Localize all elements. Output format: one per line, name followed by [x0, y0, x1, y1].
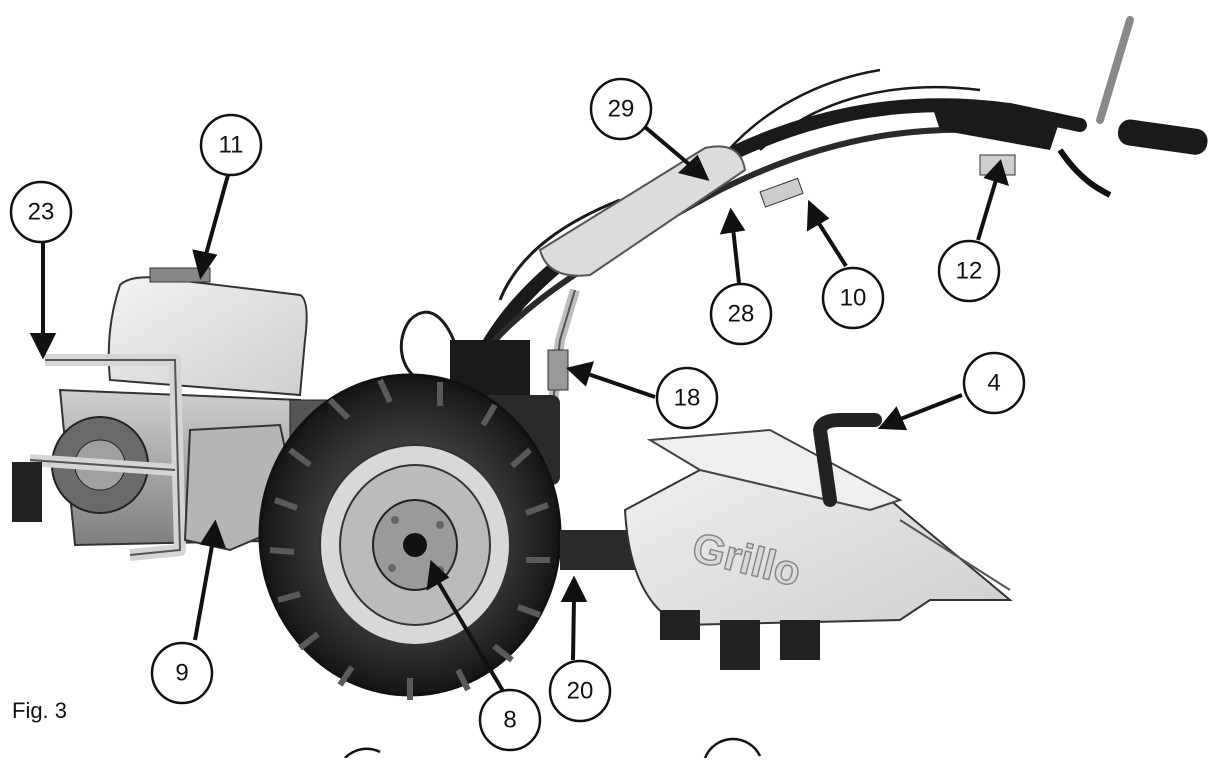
handlebar-shroud [538, 145, 747, 277]
drive-wheel [258, 373, 562, 700]
tiller-cover-top [646, 428, 903, 512]
brake-lever [1057, 148, 1112, 198]
callout-8: 8 [503, 707, 516, 734]
wheel-axle [403, 533, 427, 557]
callout-10: 10 [840, 285, 867, 312]
callout-4: 4 [987, 370, 1000, 397]
rotary-tiller: Grillo [560, 413, 1013, 670]
callout-28: 28 [728, 301, 755, 328]
callout-11: 11 [219, 132, 244, 159]
handlebar-assembly [399, 16, 1208, 382]
callout-29: 29 [608, 96, 635, 123]
control-lever-10 [759, 177, 804, 208]
fuel-tank [107, 276, 308, 397]
tiller-depth-handle [812, 413, 882, 507]
fuel-cap [149, 267, 211, 283]
callout-12: 12 [956, 258, 983, 285]
handlebar-grip-right [1117, 119, 1208, 155]
throttle-lever [1096, 16, 1134, 124]
figure-caption: Fig. 3 [12, 698, 68, 723]
callout-23: 23 [28, 199, 55, 226]
callouts: 23 11 29 28 10 12 18 4 9 8 20 [9, 77, 1026, 759]
front-weight [12, 462, 42, 522]
engine [12, 267, 351, 561]
callout-18: 18 [674, 385, 701, 412]
callout-20: 20 [567, 678, 594, 705]
callout-9: 9 [175, 660, 188, 687]
